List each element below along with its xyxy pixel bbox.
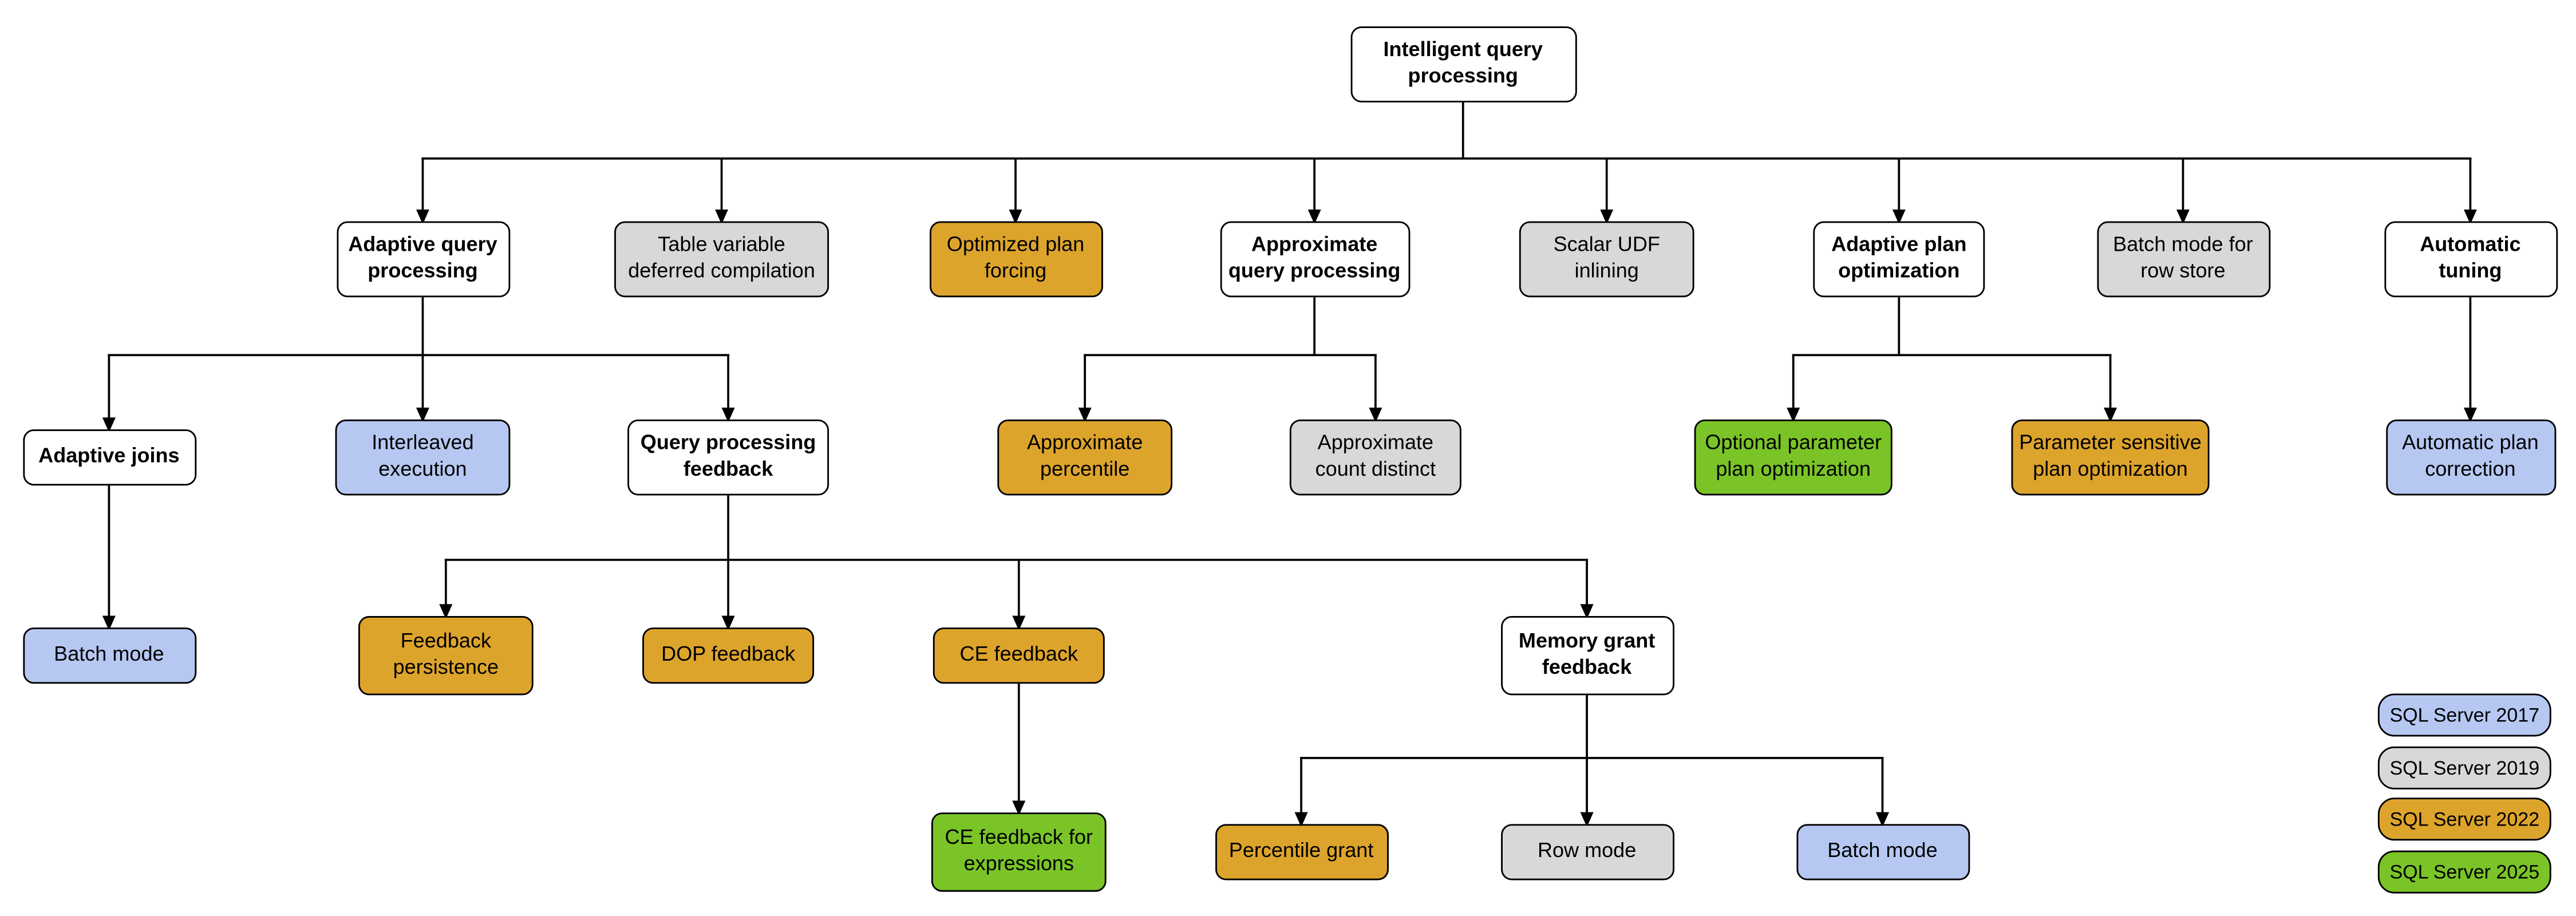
- node-memory-grant-feedback: Memory grant feedback: [1500, 615, 1674, 696]
- node-interleaved-execution: Interleaved execution: [335, 419, 511, 496]
- node-ce-feedback: CE feedback: [933, 627, 1105, 684]
- node-automatic-tuning: Automatic tuning: [2383, 221, 2557, 298]
- connectors-adaptive-query-processing: [102, 297, 735, 433]
- node-adaptive-query-processing: Adaptive query processing: [336, 221, 509, 298]
- legend-item-sql-server-2025: SQL Server 2025: [2377, 850, 2551, 893]
- node-query-processing-feedback: Query processing feedback: [627, 419, 829, 496]
- connectors-memory-grant-feedback: [1294, 695, 1890, 827]
- node-optimized-plan-forcing: Optimized plan forcing: [929, 221, 1103, 298]
- connectors-approximate-query-processing: [1078, 297, 1382, 423]
- node-scalar-udf-inlining: Scalar UDF inlining: [1519, 221, 1694, 298]
- legend-item-sql-server-2022: SQL Server 2022: [2377, 797, 2551, 841]
- legend-item-sql-server-2017: SQL Server 2017: [2377, 693, 2551, 737]
- node-adaptive-joins: Adaptive joins: [22, 429, 196, 486]
- node-intelligent-query-processing: Intelligent query processing: [1350, 25, 1577, 102]
- connectors-root-to-level2: [416, 101, 2477, 224]
- node-batch-mode-for-row-store: Batch mode for row store: [2096, 221, 2270, 298]
- node-ce-feedback-for-expressions: CE feedback for expressions: [931, 812, 1107, 892]
- node-feedback-persistence: Feedback persistence: [358, 615, 534, 696]
- connectors-query-processing-feedback: [439, 495, 1594, 631]
- node-batch-mode-memory-grant: Batch mode: [1796, 824, 1969, 881]
- node-adaptive-plan-optimization: Adaptive plan optimization: [1813, 221, 1985, 298]
- node-dop-feedback: DOP feedback: [642, 627, 815, 684]
- node-batch-mode-adaptive-joins: Batch mode: [22, 627, 196, 684]
- node-approximate-query-processing: Approximate query processing: [1219, 221, 1410, 298]
- connectors-adaptive-plan-optimization: [1787, 297, 2117, 423]
- node-optional-parameter-plan-optimization: Optional parameter plan optimization: [1694, 419, 1893, 496]
- node-approximate-percentile: Approximate percentile: [997, 419, 1173, 496]
- node-table-variable-deferred-compilation: Table variable deferred compilation: [614, 221, 829, 298]
- legend-item-sql-server-2019: SQL Server 2019: [2377, 745, 2551, 789]
- node-row-mode: Row mode: [1500, 824, 1674, 881]
- node-percentile-grant: Percentile grant: [1214, 824, 1388, 881]
- node-automatic-plan-correction: Automatic plan correction: [2385, 419, 2555, 496]
- node-approximate-count-distinct: Approximate count distinct: [1289, 419, 1461, 496]
- node-parameter-sensitive-plan-optimization: Parameter sensitive plan optimization: [2011, 419, 2210, 496]
